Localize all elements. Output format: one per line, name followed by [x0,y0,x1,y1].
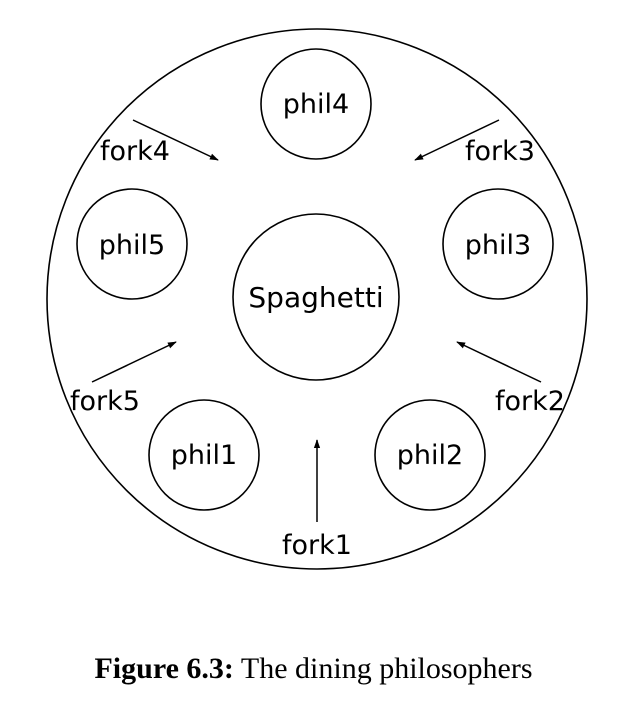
fork4-arrow [132,119,219,161]
phil1-plate [148,399,260,511]
dining-philosophers-diagram: Spaghetti phil4 phil5 phil3 phil1 phil2 … [46,28,588,570]
spaghetti-label: Spaghetti [248,281,383,314]
spaghetti-bowl [232,213,400,381]
fork3-arrow [414,119,500,161]
figure-caption: Figure 6.3: The dining philosophers [0,652,627,686]
fork1-label: fork1 [282,530,352,561]
fork2-arrow [456,341,542,383]
fork4-label: fork4 [100,136,170,167]
phil4-plate [260,48,372,160]
phil5-label: phil5 [99,230,165,261]
caption-text: The dining philosophers [233,652,533,685]
phil3-plate [442,188,554,300]
phil4-label: phil4 [283,89,349,120]
table-circle [46,28,588,570]
caption-label: Figure 6.3: [94,652,234,685]
phil2-plate [374,399,486,511]
phil1-label: phil1 [171,440,237,471]
phil2-label: phil2 [397,440,463,471]
phil5-plate [76,188,188,300]
fork5-label: fork5 [70,386,140,417]
fork3-label: fork3 [465,136,535,167]
phil3-label: phil3 [465,230,531,261]
fork5-arrow [91,341,177,383]
fork2-label: fork2 [495,386,565,417]
